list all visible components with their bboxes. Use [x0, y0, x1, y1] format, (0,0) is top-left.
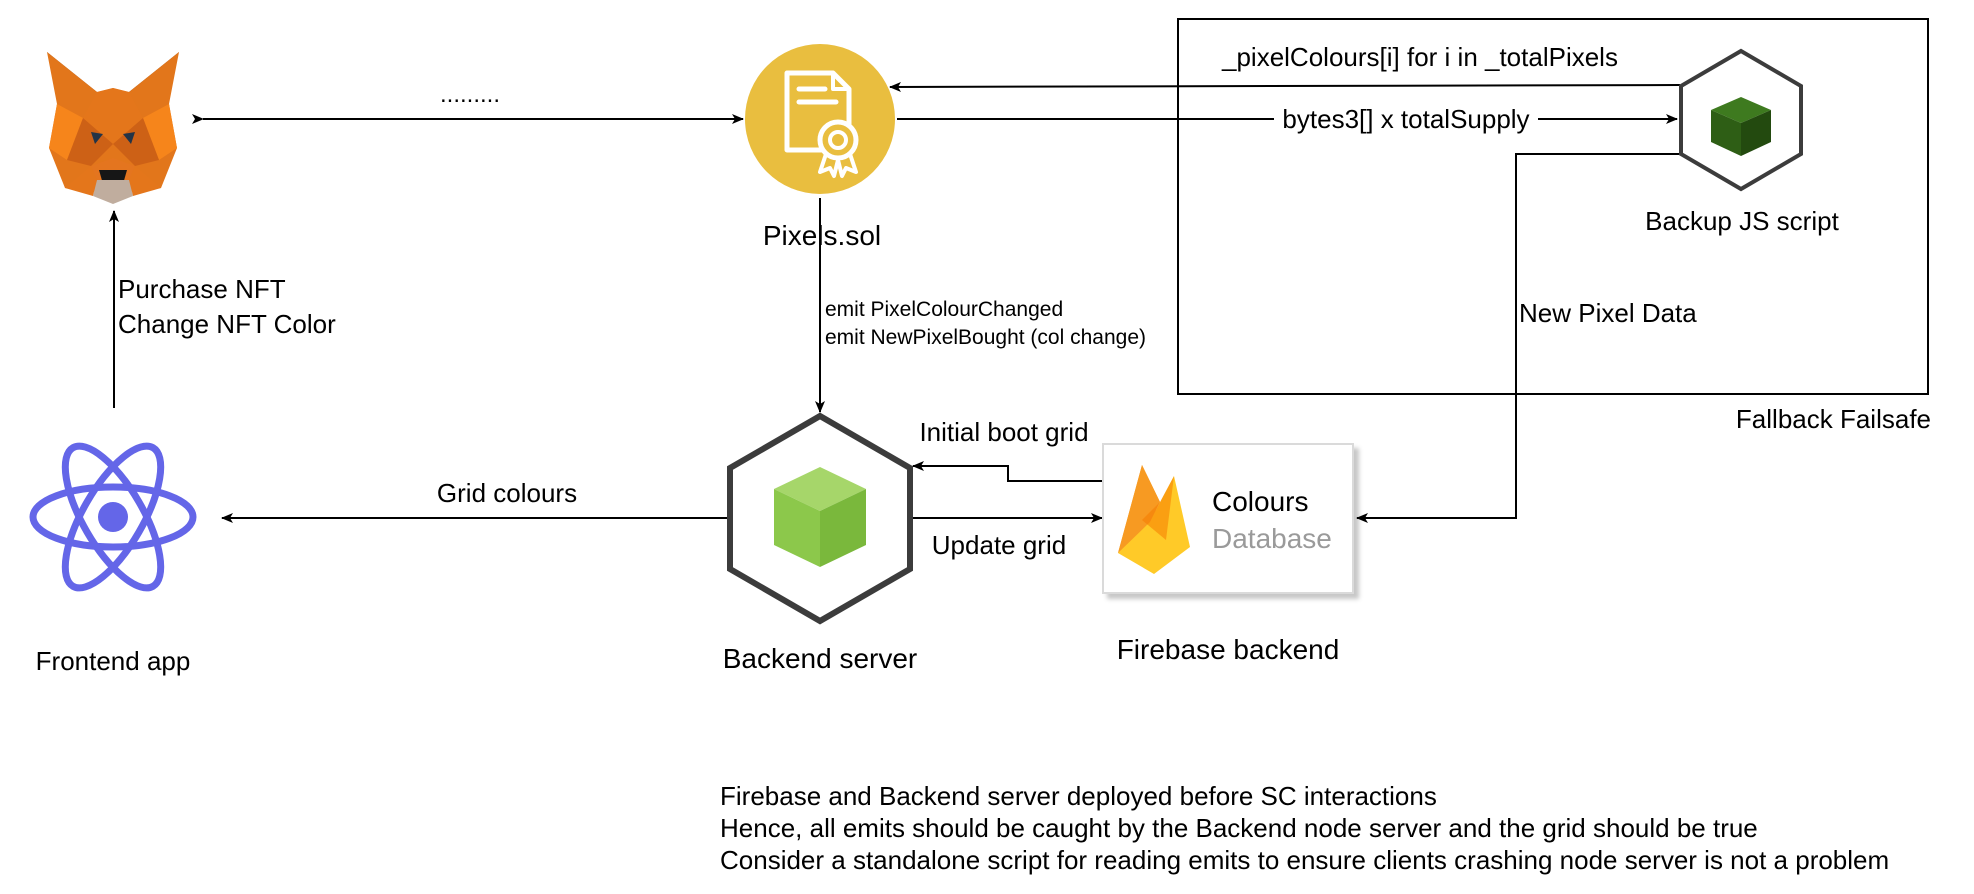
note-line-1: Firebase and Backend server deployed bef…: [720, 781, 1437, 811]
smart-contract-certificate-icon: [745, 44, 895, 194]
frontend-metamask-label-1: Purchase NFT: [118, 274, 286, 304]
backend-server-cube-icon: [727, 412, 913, 625]
frontend-metamask-label-2: Change NFT Color: [118, 309, 336, 339]
backend-to-firebase-label: Update grid: [932, 530, 1066, 560]
note-line-3: Consider a standalone script for reading…: [720, 845, 1889, 875]
firebase-to-backend-edge: [912, 461, 1102, 482]
backup-to-contract-label: _pixelColours[i] for i in _totalPixels: [1221, 42, 1618, 72]
backend-label: Backend server: [723, 643, 918, 674]
contract-backend-label-1: emit PixelColourChanged: [825, 298, 1063, 321]
backup-script-cube-icon: [1679, 48, 1803, 192]
backup-to-firebase-label: New Pixel Data: [1519, 298, 1697, 328]
contract-label: Pixels.sol: [763, 220, 881, 251]
metamask-contract-label: .........: [440, 81, 500, 108]
fallback-failsafe-group: [1177, 18, 1929, 395]
metamask-fox-icon: [47, 52, 179, 204]
firebase-card-title: Colours: [1212, 486, 1308, 517]
react-atom-icon: [29, 442, 197, 592]
contract-to-backup-label-bg: [1274, 103, 1538, 135]
firebase-database-card: Colours Database: [1102, 443, 1354, 594]
frontend-label: Frontend app: [36, 646, 191, 676]
firebase-card-subtitle: Database: [1212, 523, 1332, 554]
backend-to-frontend-label: Grid colours: [437, 478, 577, 508]
firebase-label: Firebase backend: [1117, 634, 1340, 665]
note-line-2: Hence, all emits should be caught by the…: [720, 813, 1758, 843]
firebase-flame-icon: [1118, 465, 1190, 574]
firebase-to-backend-label: Initial boot grid: [919, 417, 1088, 447]
backup-to-contract-edge: [889, 81, 1681, 92]
backup-to-firebase-edge: [1356, 153, 1680, 523]
backup-script-label: Backup JS script: [1645, 206, 1839, 236]
fallback-failsafe-label: Fallback Failsafe: [1736, 404, 1931, 434]
contract-backend-label-2: emit NewPixelBought (col change): [825, 326, 1146, 349]
contract-to-backup-label: bytes3[] x totalSupply: [1282, 104, 1529, 134]
